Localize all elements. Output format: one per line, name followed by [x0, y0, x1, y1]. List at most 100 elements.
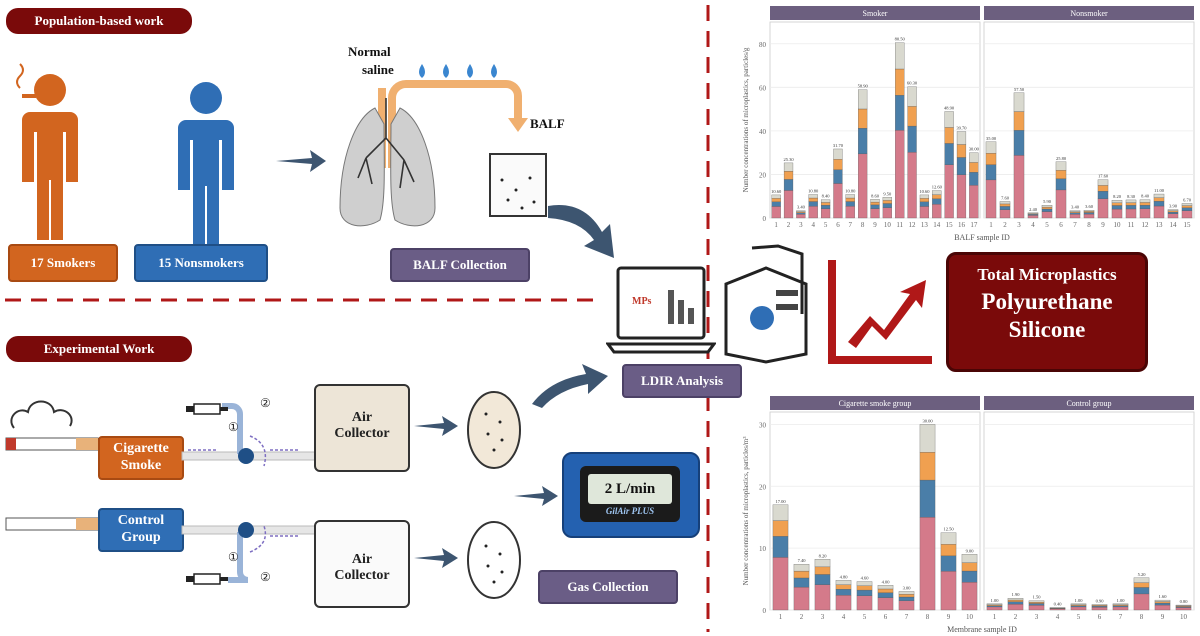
bar-segment — [793, 586, 810, 611]
bar-segment — [898, 596, 915, 601]
bar-data-label: 8.40 — [822, 194, 831, 199]
bar-segment — [1112, 603, 1129, 605]
x-tick-label: 10 — [884, 221, 892, 229]
bar-segment — [856, 595, 873, 611]
bar-segment — [1069, 211, 1081, 213]
y-tick-label: 80 — [759, 41, 767, 49]
bar-segment — [814, 566, 831, 575]
facet-header — [770, 6, 980, 20]
syringe-icon — [186, 573, 228, 585]
bar-segment — [1111, 199, 1123, 203]
flow-readout: 2 L/min — [588, 474, 672, 504]
x-tick-label: 2 — [800, 613, 804, 621]
bar-segment — [1153, 193, 1165, 198]
bar-segment — [919, 424, 936, 453]
bar-segment — [1133, 593, 1150, 611]
air-collector-top: Air Collector — [314, 384, 410, 472]
bar-segment — [1125, 208, 1137, 219]
smokers-group-box: 17 Smokers — [8, 244, 118, 282]
x-tick-label: 5 — [1045, 221, 1049, 229]
bar-segment — [772, 536, 789, 558]
bar-segment — [961, 554, 978, 563]
bar-segment — [845, 194, 855, 199]
bar-data-label: 8.40 — [1141, 194, 1150, 199]
bar-segment — [944, 143, 954, 165]
bar-segment — [985, 179, 997, 219]
bar-segment — [932, 190, 942, 195]
y-tick-label: 10 — [759, 545, 767, 553]
results-line-1: Total Microplastics — [977, 265, 1117, 284]
bar-segment — [919, 479, 936, 518]
bar-segment — [858, 108, 868, 129]
x-tick-label: 5 — [824, 221, 828, 229]
bar-segment — [783, 162, 794, 172]
bar-data-label: 9.50 — [883, 191, 892, 196]
bar-segment — [907, 125, 917, 153]
bar-segment — [1097, 198, 1109, 219]
bar-data-label: 60.30 — [907, 81, 918, 86]
facet-header — [984, 396, 1194, 410]
bar-segment — [1055, 161, 1067, 171]
bar-segment — [1028, 600, 1045, 603]
x-tick-label: 4 — [842, 613, 846, 621]
bar-data-label: 1.00 — [991, 598, 1000, 603]
bar-segment — [783, 171, 794, 180]
cigarette-icon — [5, 517, 99, 531]
results-box: Total Microplastics Polyurethane Silicon… — [946, 252, 1148, 372]
bar-data-label: 57.50 — [1014, 87, 1025, 92]
facet-header — [984, 6, 1194, 20]
x-tick-label: 12 — [909, 221, 917, 229]
bar-segment — [969, 172, 979, 186]
normal-label: Normal — [348, 44, 391, 59]
y-tick-label: 20 — [759, 171, 767, 179]
x-tick-label: 1 — [993, 613, 997, 621]
bar-segment — [1091, 607, 1108, 611]
control-label-1: Control — [117, 513, 165, 528]
beaker-icon — [489, 153, 547, 217]
x-tick-label: 8 — [861, 221, 865, 229]
bar-segment — [1181, 205, 1193, 208]
bar-segment — [1070, 605, 1087, 608]
bar-segment — [1125, 205, 1137, 210]
x-tick-label: 3 — [1017, 221, 1021, 229]
results-line-3: Silicone — [1008, 317, 1086, 342]
bar-segment — [1007, 603, 1024, 611]
bar-segment — [1139, 199, 1151, 203]
population-header: Population-based work — [6, 8, 192, 34]
bar-segment — [985, 141, 997, 154]
bar-segment — [1028, 605, 1045, 611]
bar-data-label: 2.40 — [1029, 207, 1038, 212]
bar-segment — [833, 169, 843, 184]
bar-segment — [1013, 111, 1025, 131]
bar-segment — [1097, 191, 1109, 199]
bar-segment — [833, 183, 843, 219]
bar-segment — [870, 204, 880, 209]
bar-segment — [1133, 577, 1150, 583]
bar-segment — [858, 153, 868, 219]
bar-data-label: 0.90 — [1096, 598, 1105, 603]
air-label: Air — [351, 552, 373, 567]
x-tick-label: 7 — [849, 221, 853, 229]
bar-segment — [858, 89, 868, 110]
bar-data-label: 8.30 — [1127, 194, 1136, 199]
bar-data-label: 5.20 — [1138, 572, 1147, 577]
syringe-icon — [186, 403, 228, 415]
facet-header — [770, 396, 980, 410]
bar-segment — [940, 571, 957, 611]
bar-segment — [1007, 601, 1024, 605]
bar-segment — [999, 201, 1011, 205]
bar-segment — [1154, 601, 1171, 604]
bar-segment — [1153, 197, 1165, 202]
bar-segment — [1153, 205, 1165, 219]
bar-segment — [856, 585, 873, 591]
bar-data-label: 30.00 — [969, 147, 980, 152]
x-tick-label: 13 — [921, 221, 929, 229]
bar-data-label: 1.00 — [1117, 598, 1126, 603]
bar-segment — [1154, 602, 1171, 606]
bar-segment — [999, 203, 1011, 207]
bar-segment — [882, 197, 892, 201]
bar-segment — [772, 520, 789, 537]
x-tick-label: 10 — [1180, 613, 1188, 621]
bar-segment — [877, 585, 894, 590]
bar-segment — [1112, 605, 1129, 608]
